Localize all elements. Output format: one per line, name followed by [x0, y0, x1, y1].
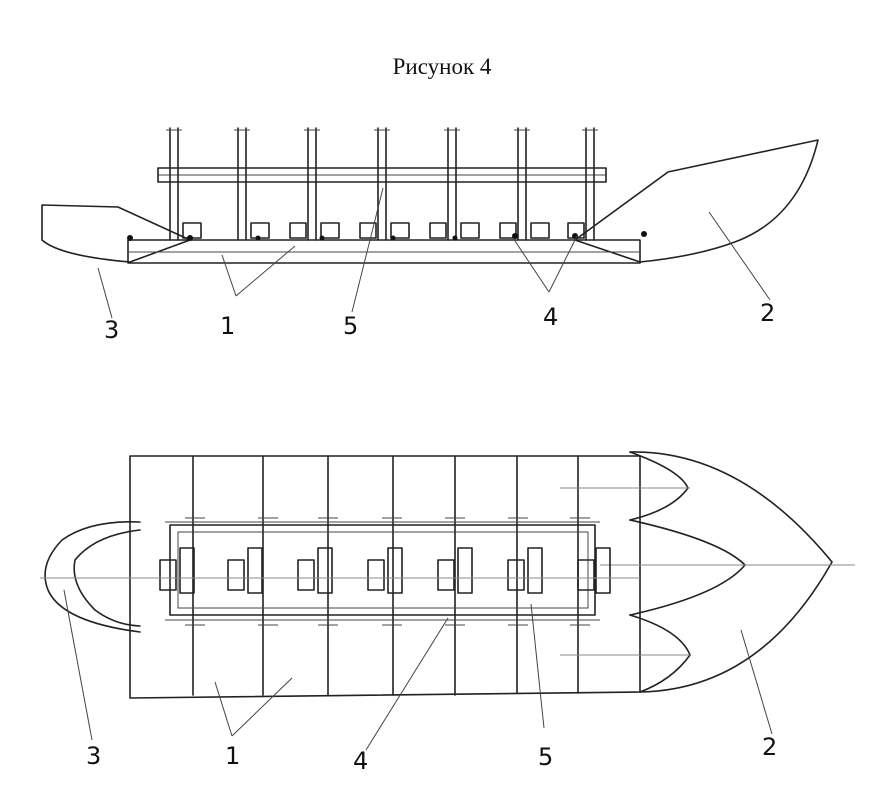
side-label-5: 5	[343, 312, 358, 340]
side-left-float	[41, 204, 191, 263]
side-units	[182, 222, 585, 239]
side-leaders	[97, 187, 771, 319]
top-label-1: 1	[225, 742, 240, 770]
side-right-float	[574, 139, 819, 263]
top-central-frame	[169, 524, 596, 616]
side-joints	[127, 231, 647, 241]
side-label-3: 3	[104, 316, 119, 344]
top-view: 3 1 4 5 2	[40, 451, 855, 775]
top-label-4: 4	[353, 747, 368, 775]
top-right-float	[629, 451, 833, 693]
top-label-2: 2	[762, 733, 777, 761]
top-brackets	[185, 517, 590, 626]
side-label-2: 2	[760, 299, 775, 327]
side-view: 3 1 5 4 2	[41, 127, 819, 344]
top-label-5: 5	[538, 743, 553, 771]
figure-title: Рисунок 4	[392, 54, 492, 79]
top-deck	[129, 455, 641, 699]
side-posts	[166, 127, 598, 241]
top-deck-panels	[192, 455, 579, 696]
top-label-3: 3	[86, 742, 101, 770]
side-label-1: 1	[220, 312, 235, 340]
top-left-float	[44, 521, 141, 633]
side-label-4: 4	[543, 303, 558, 331]
top-units	[159, 547, 611, 594]
top-leaders	[63, 589, 773, 751]
